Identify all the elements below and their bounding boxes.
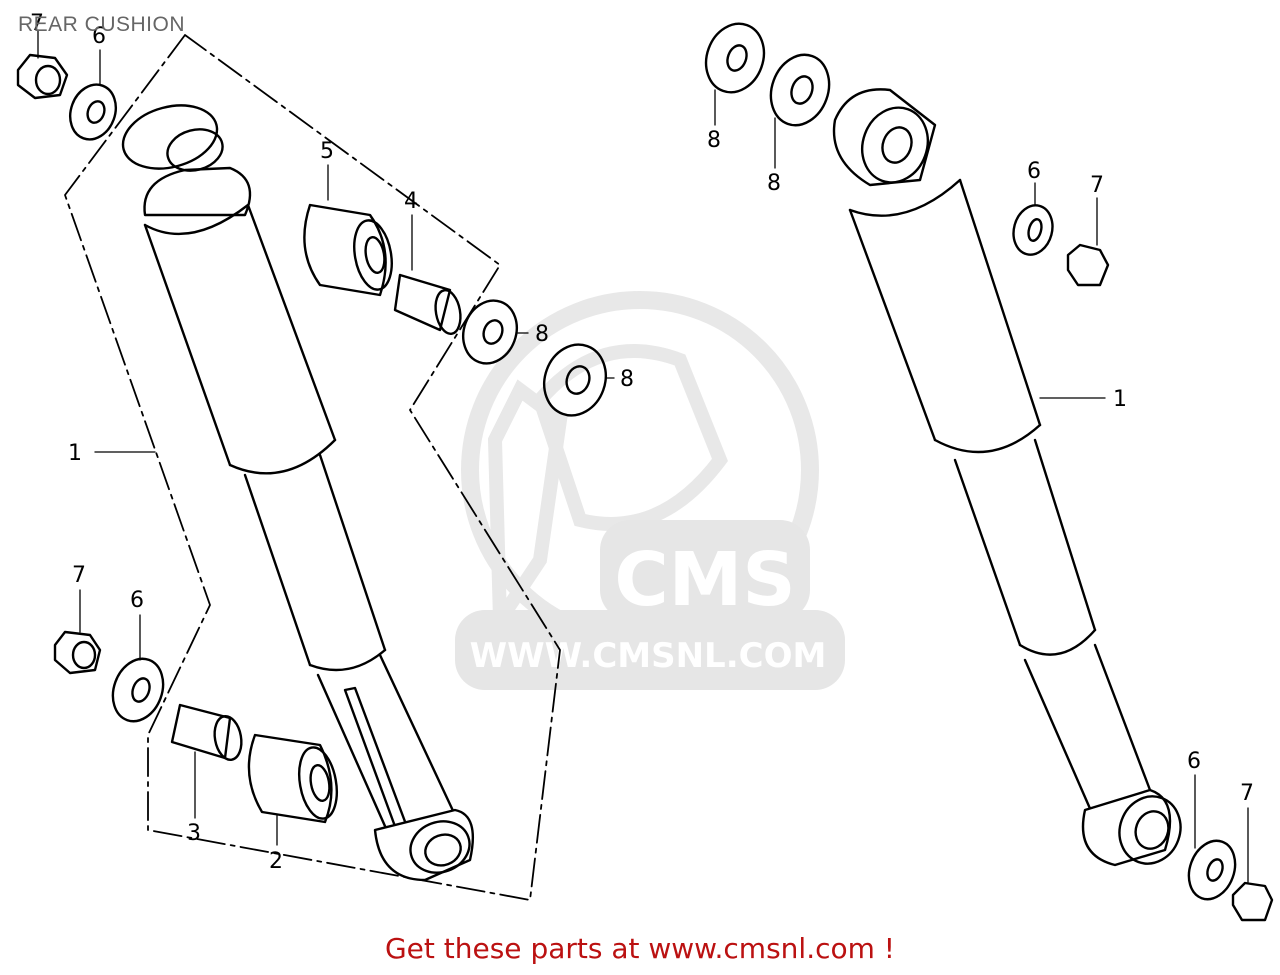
callout-7[interactable]: 7 <box>1090 173 1104 198</box>
callout-3[interactable]: 3 <box>187 821 201 846</box>
left-collar-upper <box>393 273 462 335</box>
callout-8[interactable]: 8 <box>707 128 721 153</box>
right-washer-8a <box>704 22 766 94</box>
left-nut-bottom <box>53 630 102 675</box>
callout-6[interactable]: 6 <box>1187 749 1201 774</box>
right-washer-top <box>1012 204 1054 256</box>
diagram-title: REAR CUSHION <box>18 13 186 36</box>
callout-1[interactable]: 1 <box>1113 387 1127 412</box>
right-nut-bottom <box>1231 881 1274 922</box>
left-group-boundary <box>64 34 561 901</box>
left-nut-top <box>16 53 69 100</box>
left-rear-cushion <box>121 104 474 882</box>
right-washer-bottom <box>1187 839 1237 901</box>
left-washer-8b <box>543 343 607 417</box>
callout-7[interactable]: 7 <box>72 563 86 588</box>
right-nut-top <box>1066 243 1110 287</box>
callout-6[interactable]: 6 <box>92 24 106 49</box>
left-bush-lower <box>247 733 338 824</box>
callout-6[interactable]: 6 <box>130 588 144 613</box>
callout-2[interactable]: 2 <box>269 849 283 874</box>
left-bush-upper <box>303 203 393 297</box>
watermark-url-text: WWW.CMSNL.COM <box>470 636 827 676</box>
callout-8[interactable]: 8 <box>767 171 781 196</box>
callout-7[interactable]: 7 <box>30 11 44 36</box>
callout-7[interactable]: 7 <box>1240 781 1254 806</box>
callout-4[interactable]: 4 <box>404 189 418 214</box>
left-washer-bottom <box>111 657 165 723</box>
cms-watermark: CMS WWW.CMSNL.COM <box>455 291 845 690</box>
left-washer-8a <box>462 299 518 365</box>
right-washer-8b <box>769 53 831 127</box>
footer-link[interactable]: Get these parts at www.cmsnl.com ! <box>384 932 896 965</box>
callout-8[interactable]: 8 <box>535 322 549 347</box>
callout-1[interactable]: 1 <box>68 441 82 466</box>
callout-5[interactable]: 5 <box>320 139 334 164</box>
right-rear-cushion <box>832 88 1182 867</box>
callout-8[interactable]: 8 <box>620 367 634 392</box>
callout-6[interactable]: 6 <box>1027 159 1041 184</box>
left-collar-lower <box>170 703 243 761</box>
leader-lines <box>37 29 1249 883</box>
watermark-logo-text: CMS <box>614 537 795 623</box>
callout-labels: 7 6 5 4 1 8 8 7 6 3 2 8 8 6 7 1 6 7 <box>30 11 1254 874</box>
left-washer-top <box>69 83 117 141</box>
